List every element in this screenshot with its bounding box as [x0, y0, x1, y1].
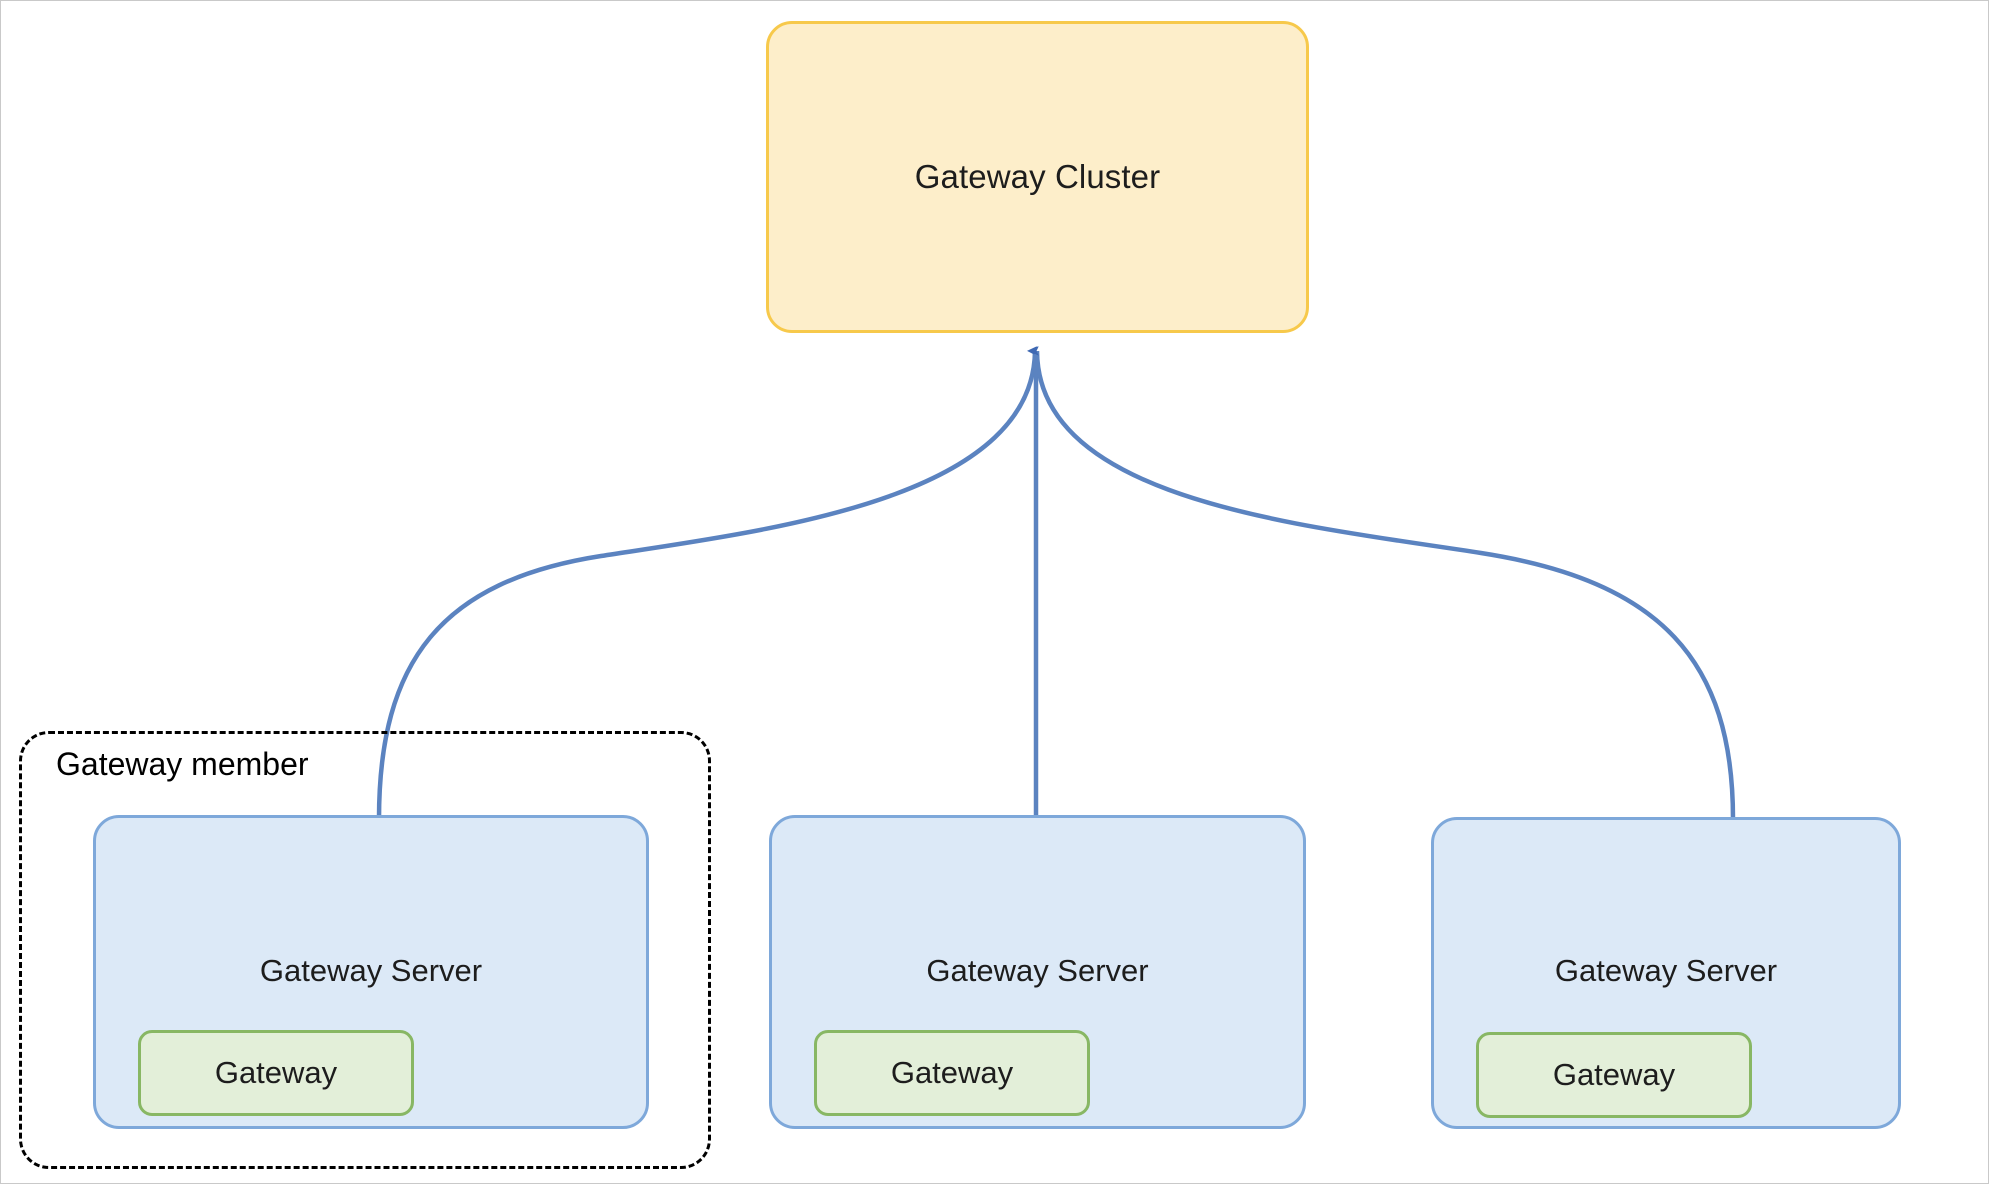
- gateway-cluster-label: Gateway Cluster: [914, 158, 1161, 195]
- connector-right: [1029, 346, 1736, 820]
- gateway-member-label: Gateway member: [56, 746, 309, 782]
- gateway-server-node-3[interactable]: Gateway Server Gateway: [1431, 817, 1901, 1129]
- gateway-server-node-1[interactable]: Gateway Server Gateway: [93, 815, 649, 1129]
- gateway-member-group[interactable]: [19, 731, 711, 1169]
- gateway-server-label-1: Gateway Server: [259, 953, 483, 988]
- gateway-chip-label-3: Gateway: [1552, 1057, 1676, 1092]
- gateway-chip-label-1: Gateway: [214, 1055, 338, 1090]
- gateway-server-label-3: Gateway Server: [1554, 953, 1778, 988]
- gateway-cluster-node[interactable]: Gateway Cluster: [766, 21, 1309, 333]
- gateway-chip-1[interactable]: Gateway: [138, 1030, 414, 1116]
- gateway-chip-3[interactable]: Gateway: [1476, 1032, 1752, 1118]
- gateway-server-node-2[interactable]: Gateway Server Gateway: [769, 815, 1306, 1129]
- gateway-chip-2[interactable]: Gateway: [814, 1030, 1090, 1116]
- gateway-server-label-2: Gateway Server: [926, 953, 1149, 988]
- gateway-chip-label-2: Gateway: [890, 1055, 1014, 1090]
